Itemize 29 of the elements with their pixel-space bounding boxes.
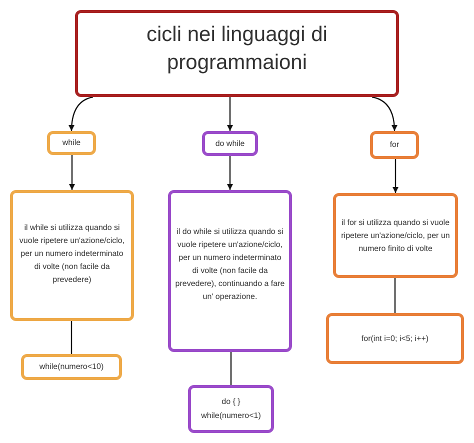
category-box — [370, 131, 419, 159]
connector-line — [230, 352, 232, 385]
description-box — [10, 190, 134, 321]
node-text: do while — [215, 138, 245, 150]
code-box — [326, 313, 464, 364]
node-text: while — [62, 137, 81, 149]
description-box — [333, 193, 458, 278]
arrow — [392, 159, 398, 193]
node-text: il for si utilizza quando si vuole ripetere un'azione/ciclo, per un numero finito di volte — [340, 217, 451, 255]
category-box — [47, 131, 96, 155]
category-box — [202, 131, 258, 156]
node-text: do { } while(numero<1) — [200, 396, 262, 422]
code-box — [188, 385, 274, 433]
arrow — [69, 155, 75, 190]
node-text: il while si utilizza quando si vuole ripetere un'azione/ciclo, per un numero indeterminato di volte (non facile da prevedere) — [18, 222, 126, 286]
arrow — [227, 97, 233, 131]
node-text: il do while si utilizza quando si vuole ripetere un'azione/ciclo, per un numero indeterminato di volte (non facile da prevedere), continuando a fare un' operazione. — [175, 226, 285, 303]
connector-line — [394, 278, 396, 313]
arrow — [372, 96, 398, 132]
title-box — [75, 10, 399, 97]
arrow — [227, 156, 233, 190]
arrow — [68, 96, 94, 132]
node-text: while(numero<10) — [39, 361, 104, 373]
node-text: cicli nei linguaggi di programmaioni — [146, 22, 328, 76]
description-box — [168, 190, 292, 352]
node-text: for(int i=0; i<5; i++) — [361, 332, 429, 344]
node-text: for — [390, 139, 400, 151]
code-box — [21, 354, 122, 380]
connector-line — [70, 321, 72, 354]
